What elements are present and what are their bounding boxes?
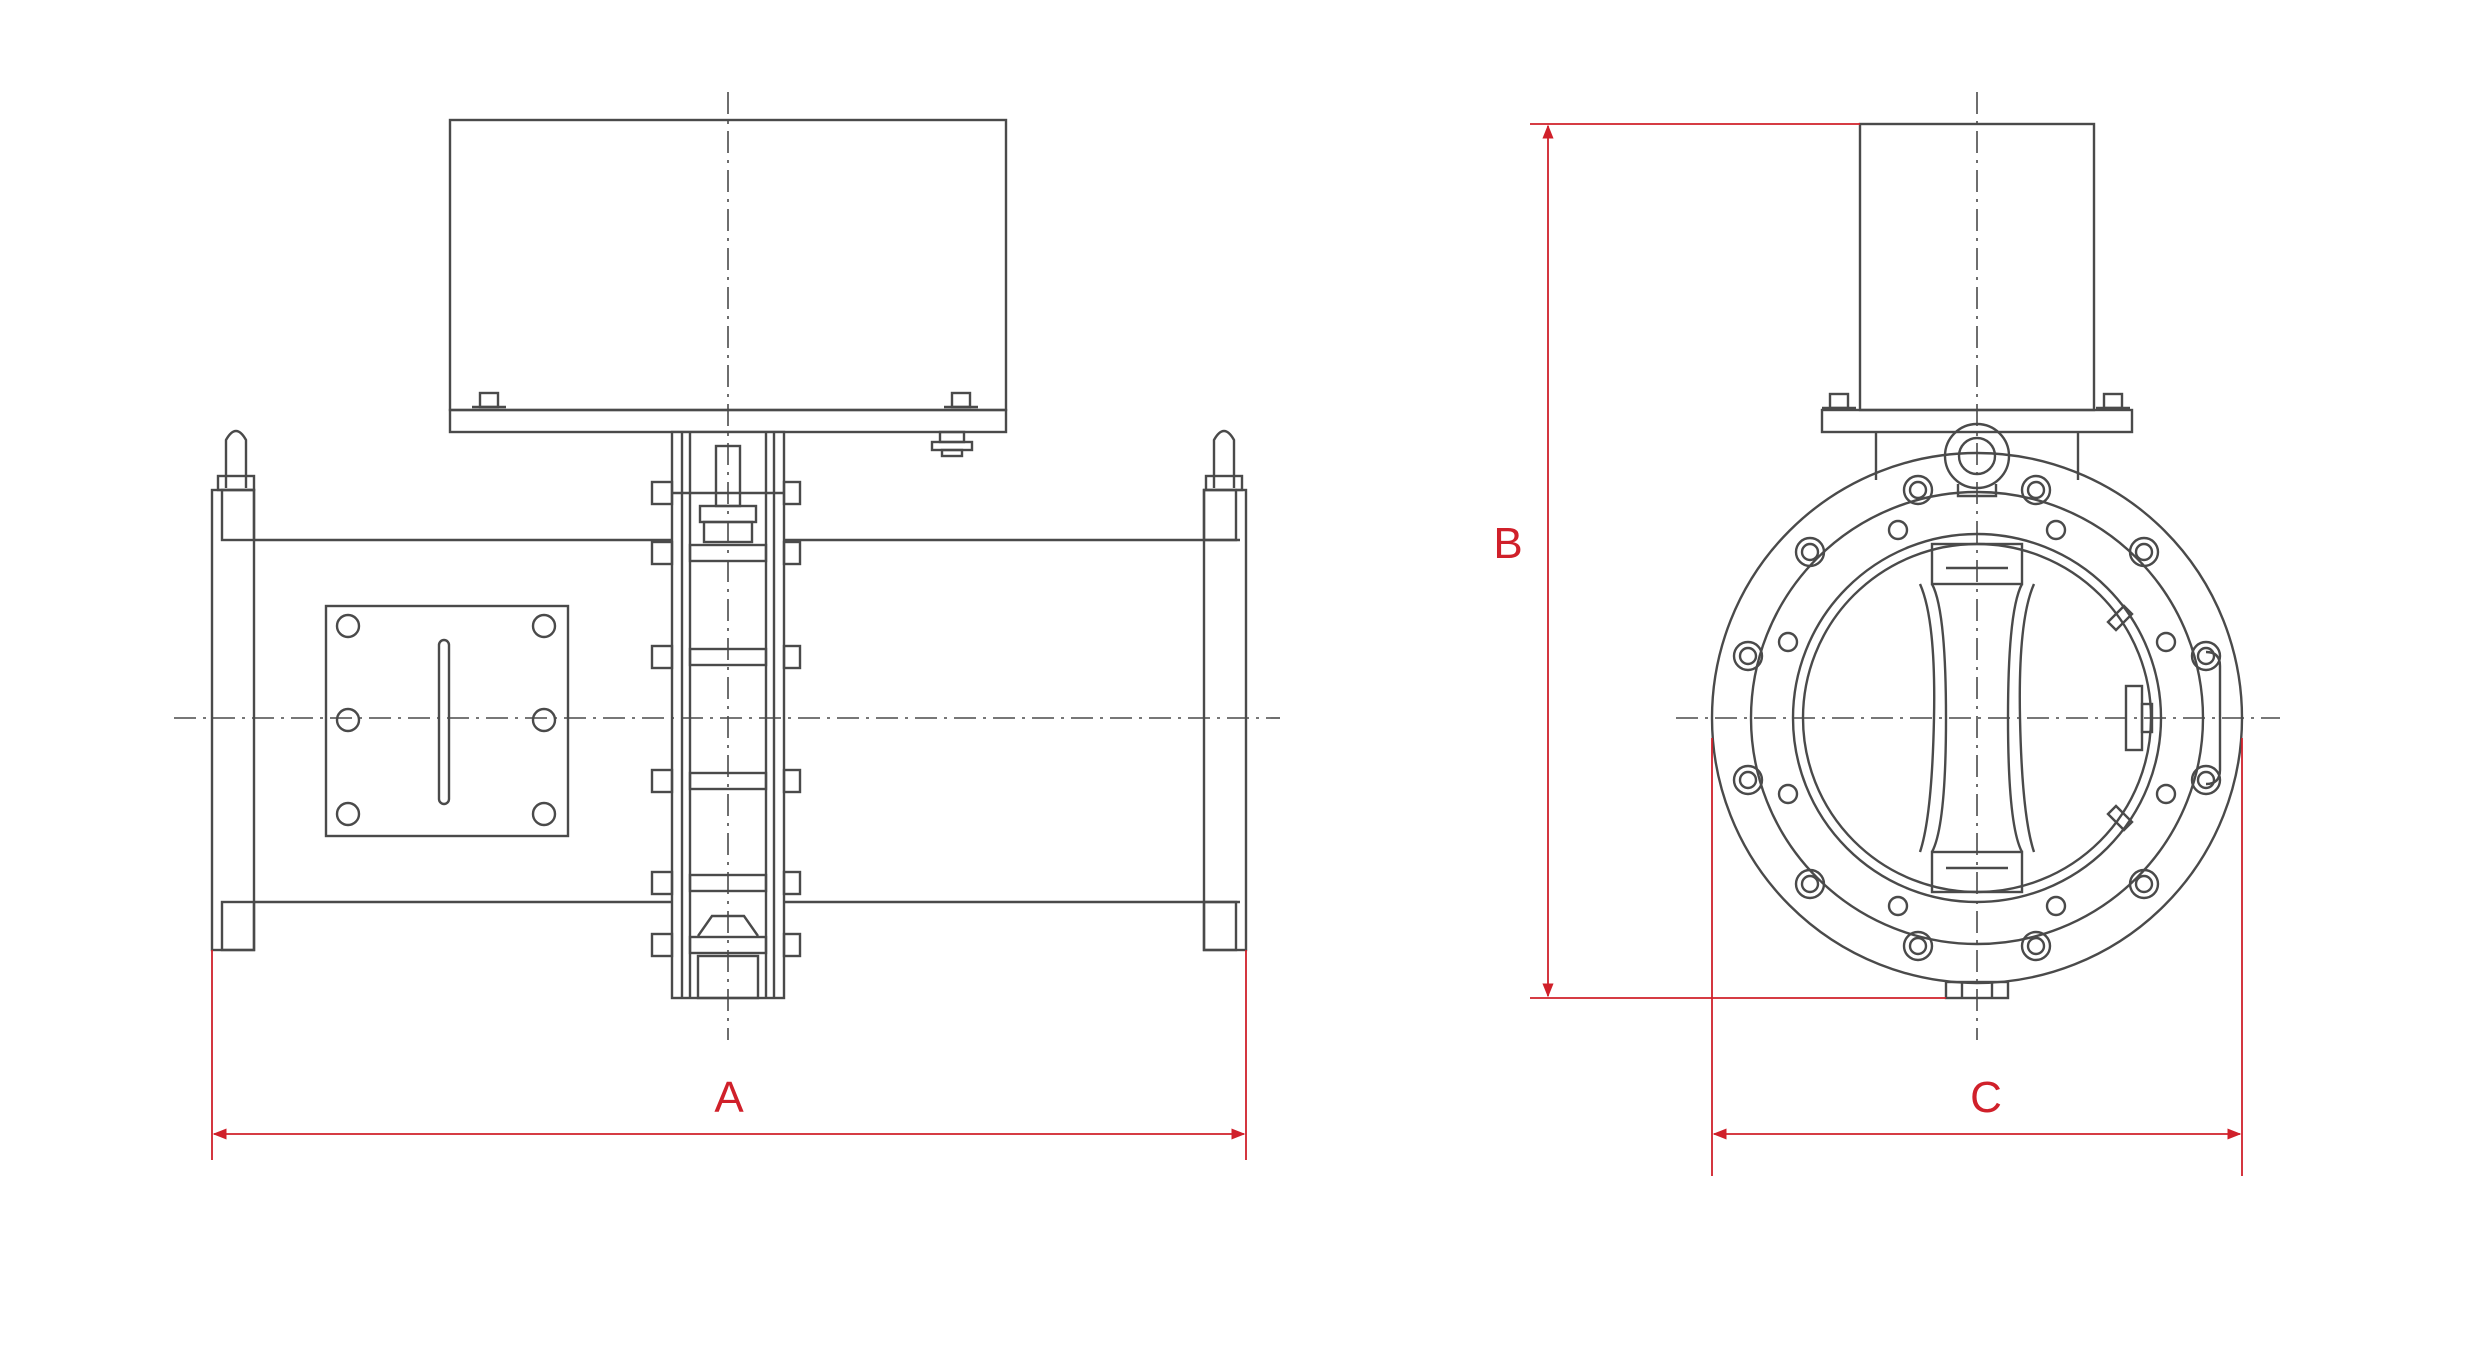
- front-view: B C: [1493, 92, 2280, 1176]
- dimension-c: C: [1711, 738, 2243, 1176]
- side-view: A: [174, 92, 1280, 1160]
- name-plate: [324, 604, 570, 838]
- bolt-row-4: [650, 768, 802, 794]
- dimension-c-label: C: [1970, 1073, 2002, 1122]
- inner-ring-holes: [1777, 519, 2177, 917]
- dimension-a-label: A: [714, 1073, 744, 1122]
- dimension-b-label: B: [1493, 519, 1522, 568]
- dimension-a: A: [211, 950, 1247, 1160]
- side-lug: [2205, 650, 2222, 786]
- dimension-b: B: [1493, 123, 1946, 999]
- flange-bolt-holes: [1732, 474, 2222, 962]
- valve-disc-assembly-side: [650, 430, 802, 1000]
